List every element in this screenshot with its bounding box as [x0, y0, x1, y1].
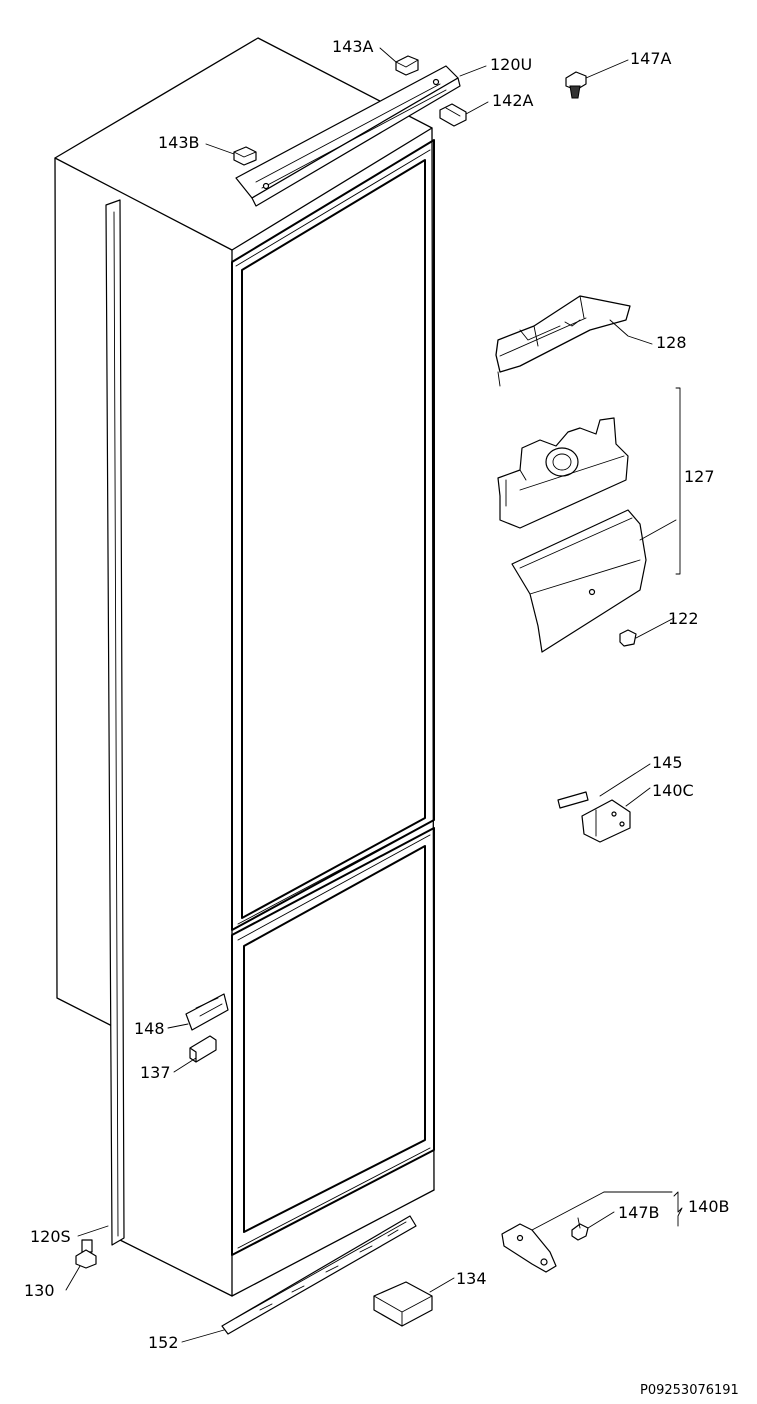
block-134 [373, 1281, 433, 1327]
pin-137 [189, 1035, 217, 1063]
label-120S: 120S [30, 1227, 71, 1246]
label-127: 127 [684, 467, 715, 486]
label-147B: 147B [618, 1203, 660, 1222]
label-142A: 142A [492, 91, 534, 110]
label-120U: 120U [490, 55, 532, 74]
label-145: 145 [652, 753, 683, 772]
label-148: 148 [134, 1019, 165, 1038]
side-strip-120S [105, 199, 125, 1246]
label-152: 152 [148, 1333, 179, 1352]
label-128: 128 [656, 333, 687, 352]
label-143A: 143A [332, 37, 374, 56]
leader-lines [65, 47, 683, 1343]
screw-122 [619, 629, 637, 647]
plug-147A [565, 71, 587, 99]
label-147A: 147A [630, 49, 672, 68]
hinge-part-148 [185, 993, 229, 1031]
cap-143B [233, 146, 257, 166]
label-134: 134 [456, 1269, 487, 1288]
label-122: 122 [668, 609, 699, 628]
thermostat-assembly-127 [497, 387, 681, 653]
label-140C: 140C [652, 781, 694, 800]
drawing-code: P09253076191 [640, 1383, 739, 1398]
bottom-rail-152 [221, 1215, 417, 1335]
label-130: 130 [24, 1281, 55, 1300]
label-137: 137 [140, 1063, 171, 1082]
cap-143A [395, 55, 419, 76]
hinge-140C [557, 791, 631, 843]
bracket-142A [439, 103, 467, 127]
hinge-140B [501, 1223, 557, 1273]
upper-door [231, 139, 435, 931]
part-labels: 143A 120U 147A 142A 143B 128 127 122 145… [24, 37, 739, 1398]
foot-130 [75, 1239, 97, 1269]
housing-128 [495, 295, 631, 387]
screw-147B [571, 1217, 589, 1241]
label-140B: 140B [688, 1197, 730, 1216]
top-rail-120U [235, 65, 461, 207]
lower-door [231, 827, 435, 1256]
label-143B: 143B [158, 133, 200, 152]
